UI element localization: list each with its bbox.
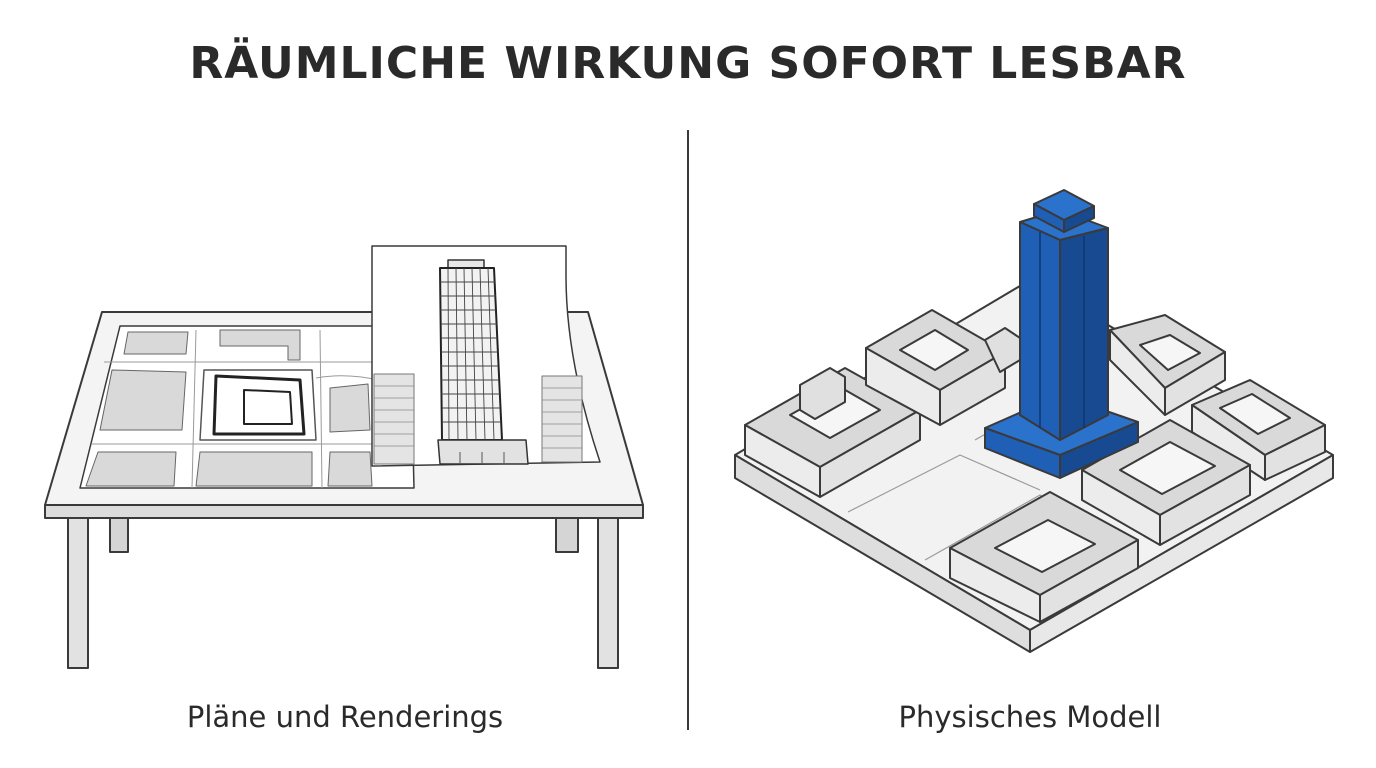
caption-physical-model: Physisches Modell <box>898 700 1162 734</box>
site-plan-sheet <box>79 325 415 489</box>
building-block-center-right <box>1081 419 1251 546</box>
building-block-right <box>1109 314 1226 416</box>
building-block-far-right <box>1191 379 1326 481</box>
building-block-back-left <box>865 309 1021 426</box>
page-title: RÄUMLICHE WIRKUNG SOFORT LESBAR <box>189 38 1187 89</box>
highlighted-tower <box>984 189 1139 479</box>
building-block-left <box>744 367 921 498</box>
divider <box>687 130 689 730</box>
plans-table-illustration <box>44 245 644 669</box>
building-block-front <box>949 491 1139 623</box>
tower-rendering-sheet <box>371 245 601 467</box>
caption-plans-renderings: Pläne und Renderings <box>186 700 504 734</box>
